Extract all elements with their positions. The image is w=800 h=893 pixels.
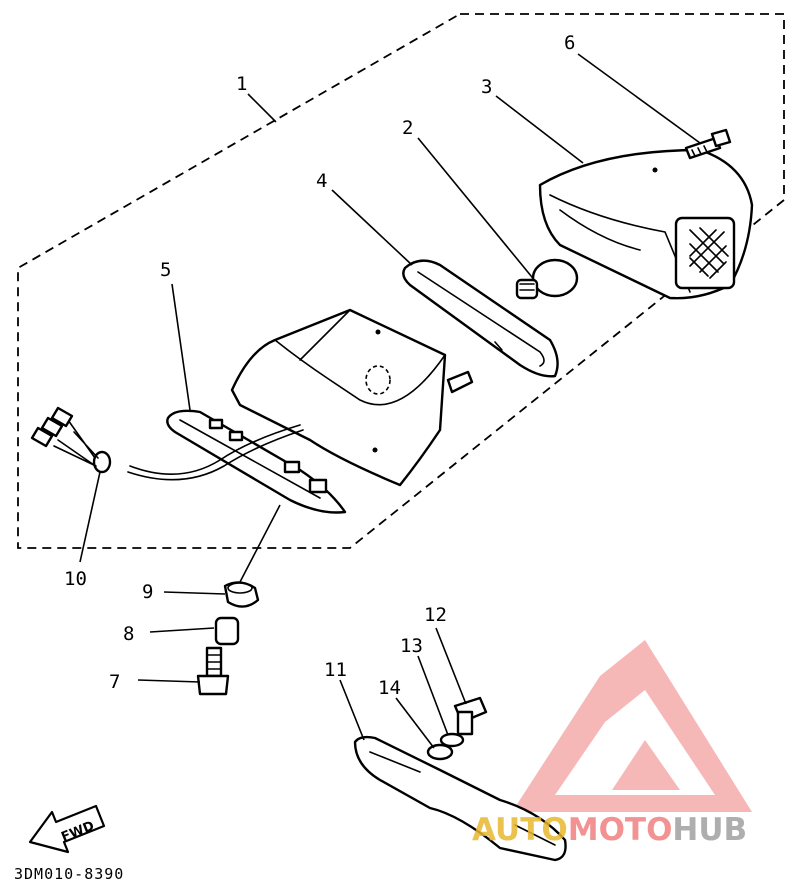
grommet-part — [223, 581, 260, 608]
callout-10: 10 — [64, 568, 87, 590]
catalog-code: 3DM010-8390 — [14, 865, 124, 883]
gasket-part — [402, 259, 559, 378]
callout-12: 12 — [424, 604, 447, 626]
callout-8: 8 — [123, 623, 134, 645]
housing-part — [230, 308, 474, 487]
callout-labels: 1 2 3 4 5 6 7 8 9 10 11 12 13 14 — [64, 32, 575, 699]
bulb-part — [515, 258, 579, 300]
watermark-moto: MOTO — [568, 812, 673, 848]
collar-part — [214, 616, 240, 646]
callout-6: 6 — [564, 32, 575, 54]
lens-part — [538, 148, 754, 300]
callout-3: 3 — [481, 76, 492, 98]
callout-2: 2 — [402, 117, 413, 139]
callout-13: 13 — [400, 635, 423, 657]
fwd-arrow-icon: FWD — [28, 804, 106, 854]
callout-1: 1 — [236, 73, 247, 95]
screw-part — [684, 128, 732, 160]
callout-14: 14 — [378, 677, 401, 699]
bolt-12-part — [453, 696, 488, 736]
callout-5: 5 — [160, 259, 171, 281]
leader-lines — [79, 53, 701, 749]
watermark-logo — [512, 640, 752, 812]
callout-11: 11 — [324, 659, 347, 681]
watermark-auto: AUTO — [472, 812, 568, 848]
plate-bracket-part — [353, 735, 567, 862]
watermark-wordmark: AUTOMOTOHUB — [472, 812, 747, 848]
watermark-hub: HUB — [672, 812, 747, 848]
bracket-part — [166, 409, 347, 514]
callout-4: 4 — [316, 170, 327, 192]
callout-9: 9 — [142, 581, 153, 603]
callout-7: 7 — [109, 671, 120, 693]
washer-14-part — [426, 743, 454, 761]
bolt-part — [196, 646, 230, 696]
wire-harness-part — [30, 406, 304, 481]
assembly-boundary — [17, 13, 785, 549]
washer-13-part — [439, 732, 465, 748]
